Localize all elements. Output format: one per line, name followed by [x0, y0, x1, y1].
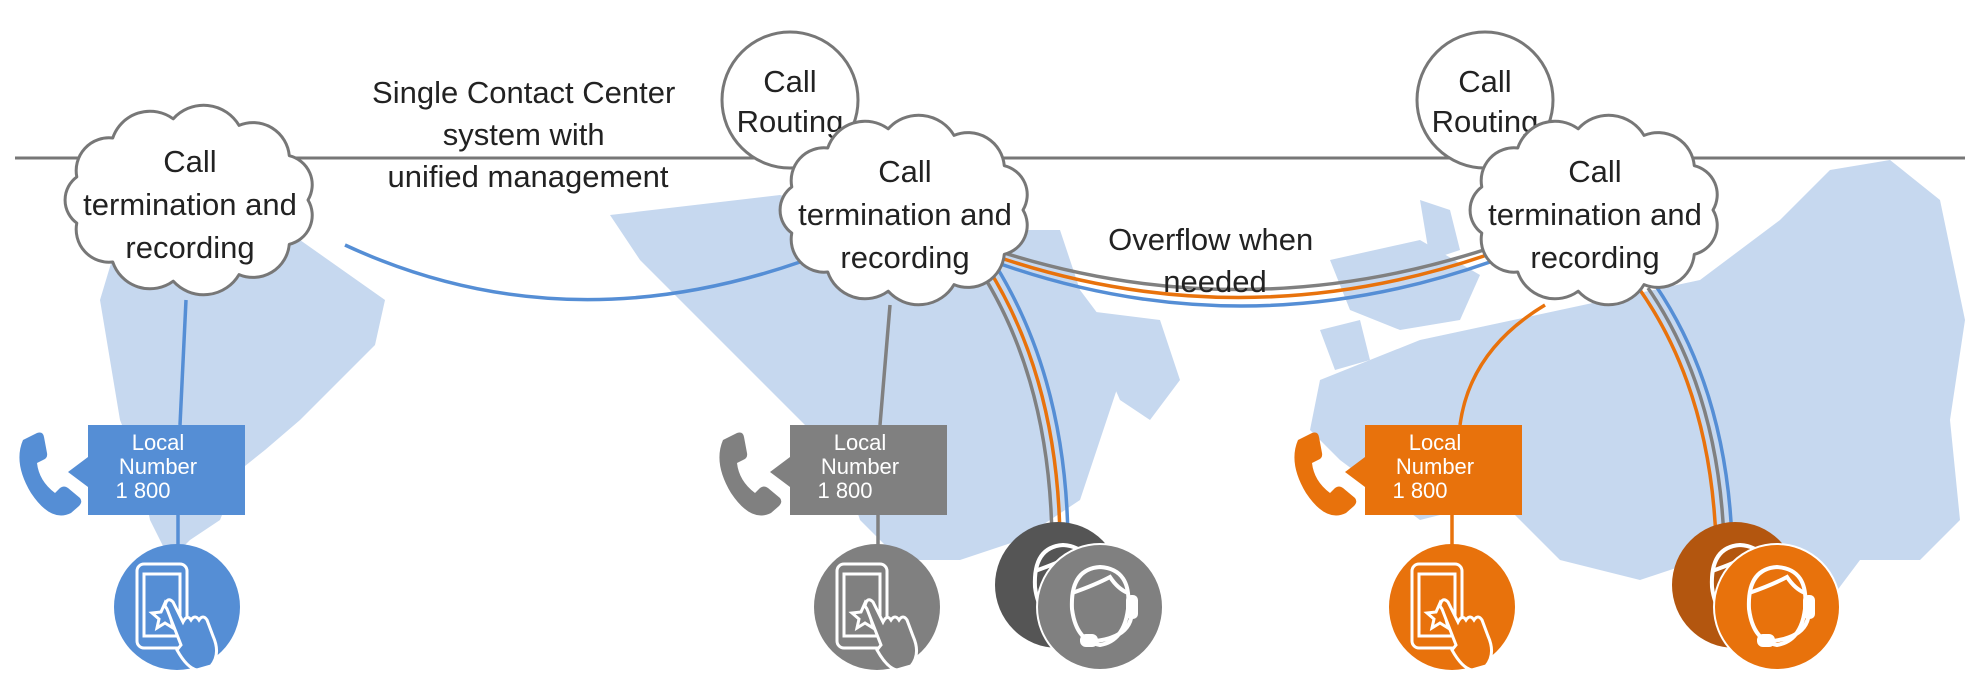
link-cloud3-box — [1458, 303, 1546, 426]
overflow-link-blue — [994, 260, 1491, 308]
header-text: Single Contact Center system with unifie… — [372, 75, 684, 194]
overflow-link-gray — [994, 246, 1491, 292]
agent-headset-icon — [1746, 564, 1815, 648]
overflow-text: Overflow when needed — [1108, 222, 1322, 299]
link-cloud2-agents-orange — [986, 267, 1062, 541]
mobile-user-icon — [1389, 544, 1515, 672]
smartphone-touch-icon — [135, 562, 218, 672]
link-cloud3-agents-orange — [1638, 288, 1718, 541]
mobile-user-icon — [114, 544, 240, 672]
overflow-link-orange — [994, 252, 1491, 300]
smartphone-touch-icon — [835, 562, 918, 672]
phone-handset-icon — [719, 432, 782, 516]
cloud-icon — [1468, 113, 1719, 307]
agent-group — [1672, 522, 1841, 671]
smartphone-touch-icon — [1410, 562, 1493, 672]
link-cloud2-agents-blue — [994, 265, 1070, 541]
link-cloud2-box — [878, 304, 892, 426]
connections — [176, 243, 1734, 545]
link-cloud1-box — [178, 299, 188, 426]
cloud-icon — [63, 103, 314, 297]
link-site1-site2 — [344, 243, 801, 302]
agent-group — [995, 522, 1164, 671]
link-cloud3-agents-blue — [1654, 285, 1734, 541]
link-cloud3-agents-gray — [1646, 287, 1726, 541]
phone-handset-icon — [1294, 432, 1357, 516]
link-cloud2-agents-gray — [978, 269, 1054, 541]
mobile-user-icon — [814, 544, 940, 672]
phone-handset-icon — [19, 432, 82, 516]
agent-headset-icon — [1069, 564, 1138, 648]
cloud-icon — [778, 113, 1029, 307]
